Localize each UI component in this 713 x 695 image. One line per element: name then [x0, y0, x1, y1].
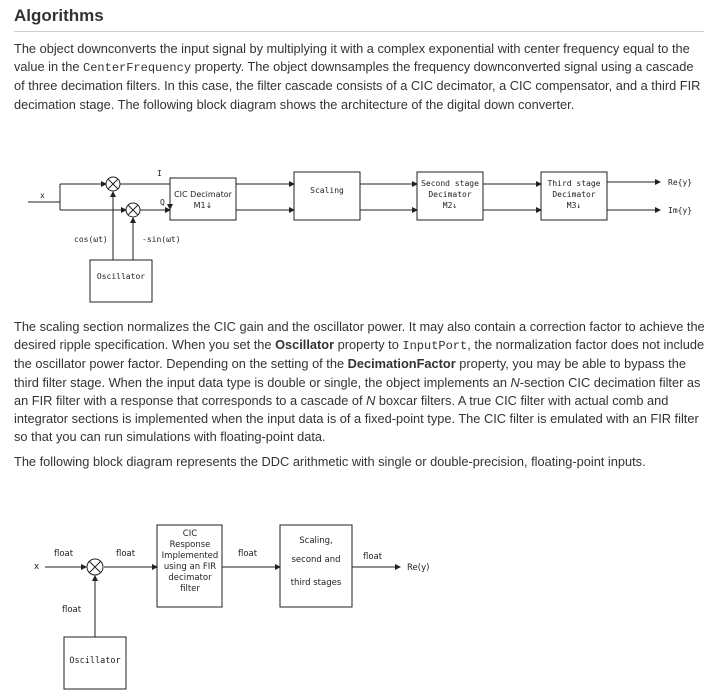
scaling-line-3: third stages [291, 578, 342, 588]
float-oscillator-label: float [62, 605, 82, 615]
second-decimator-label: Decimator [428, 190, 472, 199]
sin-label: -sin(ωt) [142, 235, 181, 244]
float-scaling-label: float [363, 552, 383, 562]
float-cic-label: float [238, 549, 258, 559]
scaling-label: Scaling [310, 186, 344, 195]
third-factor: M3↓ [567, 201, 581, 210]
second-stage-label: Second stage [421, 179, 479, 188]
cic-line-6: filter [180, 584, 200, 594]
output-re-label: Re{y} [668, 178, 692, 187]
float-input-label: float [54, 549, 74, 559]
inputport-code: InputPort [402, 339, 468, 354]
oscillator-label: Oscillator [97, 272, 145, 281]
multiplier-icon [105, 176, 121, 192]
cic-line-5: decimator [168, 573, 212, 583]
intro-paragraph: The object downconverts the input signal… [14, 40, 706, 114]
floating-point-diagram: x float float float float float CIC Resp… [34, 524, 429, 690]
q-label: Q [160, 198, 165, 207]
center-frequency-code: CenterFrequency [83, 61, 192, 76]
scaling-text-4: property, you may be able to bypass the … [14, 356, 686, 390]
scaling-text-6: boxcar filters. A true CIC filter with a… [14, 392, 699, 445]
heading-divider [14, 31, 704, 32]
cic-line-3: Implemented [162, 551, 219, 561]
third-stage-label: Third stage [548, 179, 601, 188]
n-variable: N [366, 392, 376, 408]
scaling-text-1: The scaling section normalizes the CIC g… [14, 319, 705, 353]
oscillator-label: Oscillator [69, 656, 120, 666]
intro-text-2: property. The object downsamples the fre… [14, 59, 701, 112]
cic-factor: M1↓ [194, 201, 213, 210]
output-im-label: Im{y} [668, 206, 692, 215]
floating-point-paragraph: The following block diagram represents t… [14, 454, 646, 469]
scaling-text-5: -section CIC decimation filter as an FIR… [14, 374, 701, 408]
second-factor: M2↓ [443, 201, 457, 210]
intro-text-1: The object downconverts the input signal… [14, 41, 690, 75]
scaling-line-2: second and [291, 555, 340, 565]
input-label: x [34, 562, 39, 572]
decimationfactor-property: DecimationFactor [347, 356, 456, 372]
n-variable: N [510, 374, 520, 390]
section-heading: Algorithms [14, 6, 104, 25]
oscillator-property: Oscillator [275, 337, 335, 353]
i-label: I [157, 169, 162, 178]
third-decimator-label: Decimator [552, 190, 596, 199]
multiplier-icon [86, 558, 104, 576]
cic-label: CIC Decimator [174, 190, 233, 199]
ddc-architecture-diagram: x I Q CIC Decimator M1↓ Scaling Second s… [28, 169, 692, 303]
scaling-text-3: , the normalization factor does not incl… [14, 337, 705, 372]
cic-line-4: using an FIR [164, 562, 216, 572]
float-mult-label: float [116, 549, 136, 559]
scaling-line-1: Scaling, [299, 536, 333, 546]
input-label: x [40, 191, 45, 200]
cos-label: cos(ωt) [74, 235, 108, 244]
scaling-text-2: property to [334, 337, 403, 353]
output-label: Re(y) [407, 563, 429, 573]
cic-line-1: CIC [183, 529, 197, 539]
cic-line-2: Response [170, 540, 211, 550]
multiplier-icon [125, 202, 141, 218]
scaling-paragraph: The scaling section normalizes the CIC g… [14, 318, 706, 446]
